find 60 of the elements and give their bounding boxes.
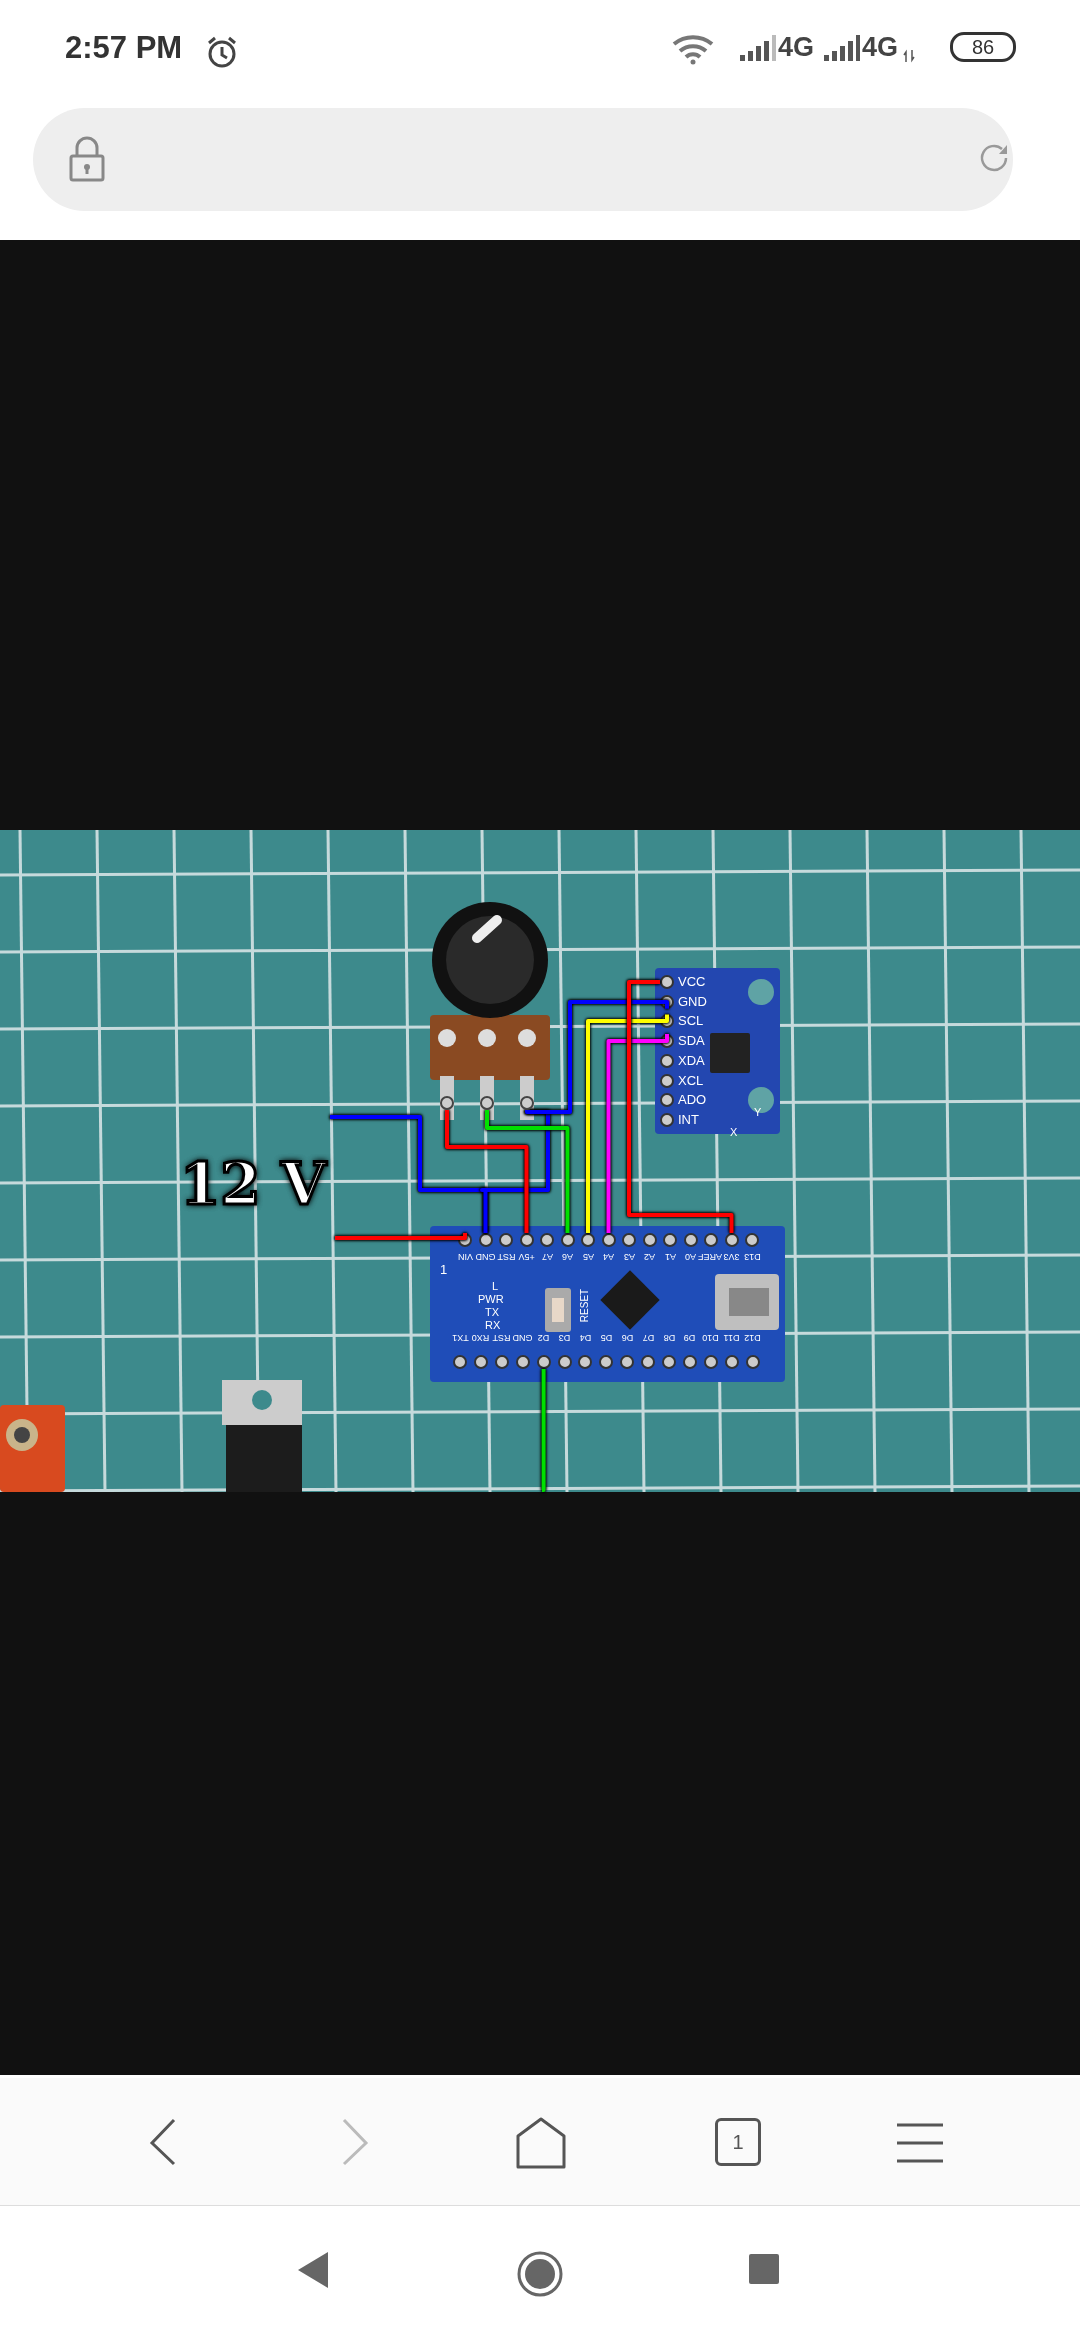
pin-label: D5 [599,1333,614,1343]
battery-level: 86 [950,32,1016,62]
pin-label: GND [512,1333,534,1343]
pin-label: GND [475,1252,496,1262]
pin-label: +5V [517,1252,536,1262]
pin-label: A6 [561,1252,574,1262]
network-type: 4G [778,32,815,63]
sensor-board [655,968,780,1134]
pin-label: D6 [620,1333,634,1343]
led-label: PWR [478,1293,504,1305]
pin-label: D8 [662,1333,676,1343]
pin-label: D13 [742,1252,762,1262]
pin-label: D10 [701,1333,721,1343]
wire [525,1000,669,1114]
pin-label: RST [491,1333,512,1343]
pin-label: AREF [700,1252,722,1262]
status-time: 2:57 PM [65,30,183,66]
led-label: RX [485,1319,501,1331]
pin-label: A2 [643,1252,656,1262]
pin-label: 3V3 [722,1252,741,1262]
led-label: L [492,1280,499,1292]
wire [627,980,734,1233]
pin-label: D9 [683,1333,697,1343]
axis-label: Y [754,1106,762,1118]
network-type: 4G [862,32,899,63]
pin-label: A1 [663,1252,677,1262]
microcontroller-board [430,1226,785,1382]
tabs-button: 1 [715,2118,761,2166]
wire [335,1233,467,1240]
pin-label: D3 [557,1333,572,1343]
wire [586,1014,669,1233]
pin-label: VCC [678,975,706,989]
pin-label: VIN [456,1252,474,1262]
wire [485,1110,570,1233]
pin-label: D7 [641,1333,655,1343]
pin-label: RX0 [471,1333,491,1343]
pin-label: A5 [581,1252,595,1262]
pin-label: D12 [743,1333,762,1343]
pin-label: A3 [622,1252,636,1262]
pin-label: INT [678,1112,699,1127]
pin-label: GND [678,994,707,1009]
pin-label: SDA [678,1034,705,1049]
wire [606,1034,669,1233]
pin-label: XDA [678,1053,705,1068]
wire [445,1110,529,1233]
pin-label: RST [496,1252,516,1262]
pin-label: A4 [602,1252,615,1262]
wire [540,1369,546,1492]
led-label: TX [485,1306,500,1318]
pin-label: XCL [678,1073,704,1088]
silkscreen-text: 1 [440,1262,448,1277]
axis-label: X [730,1126,738,1138]
pin-label: SCL [678,1014,704,1029]
silkscreen-text: RESET [579,1288,591,1323]
pin-label: TX1 [450,1333,470,1343]
pin-label: D2 [536,1333,551,1343]
pin-label: D11 [722,1333,741,1343]
pin-label: ADO [678,1093,707,1108]
pin-label: D4 [578,1333,593,1343]
pin-label: A7 [540,1252,554,1262]
